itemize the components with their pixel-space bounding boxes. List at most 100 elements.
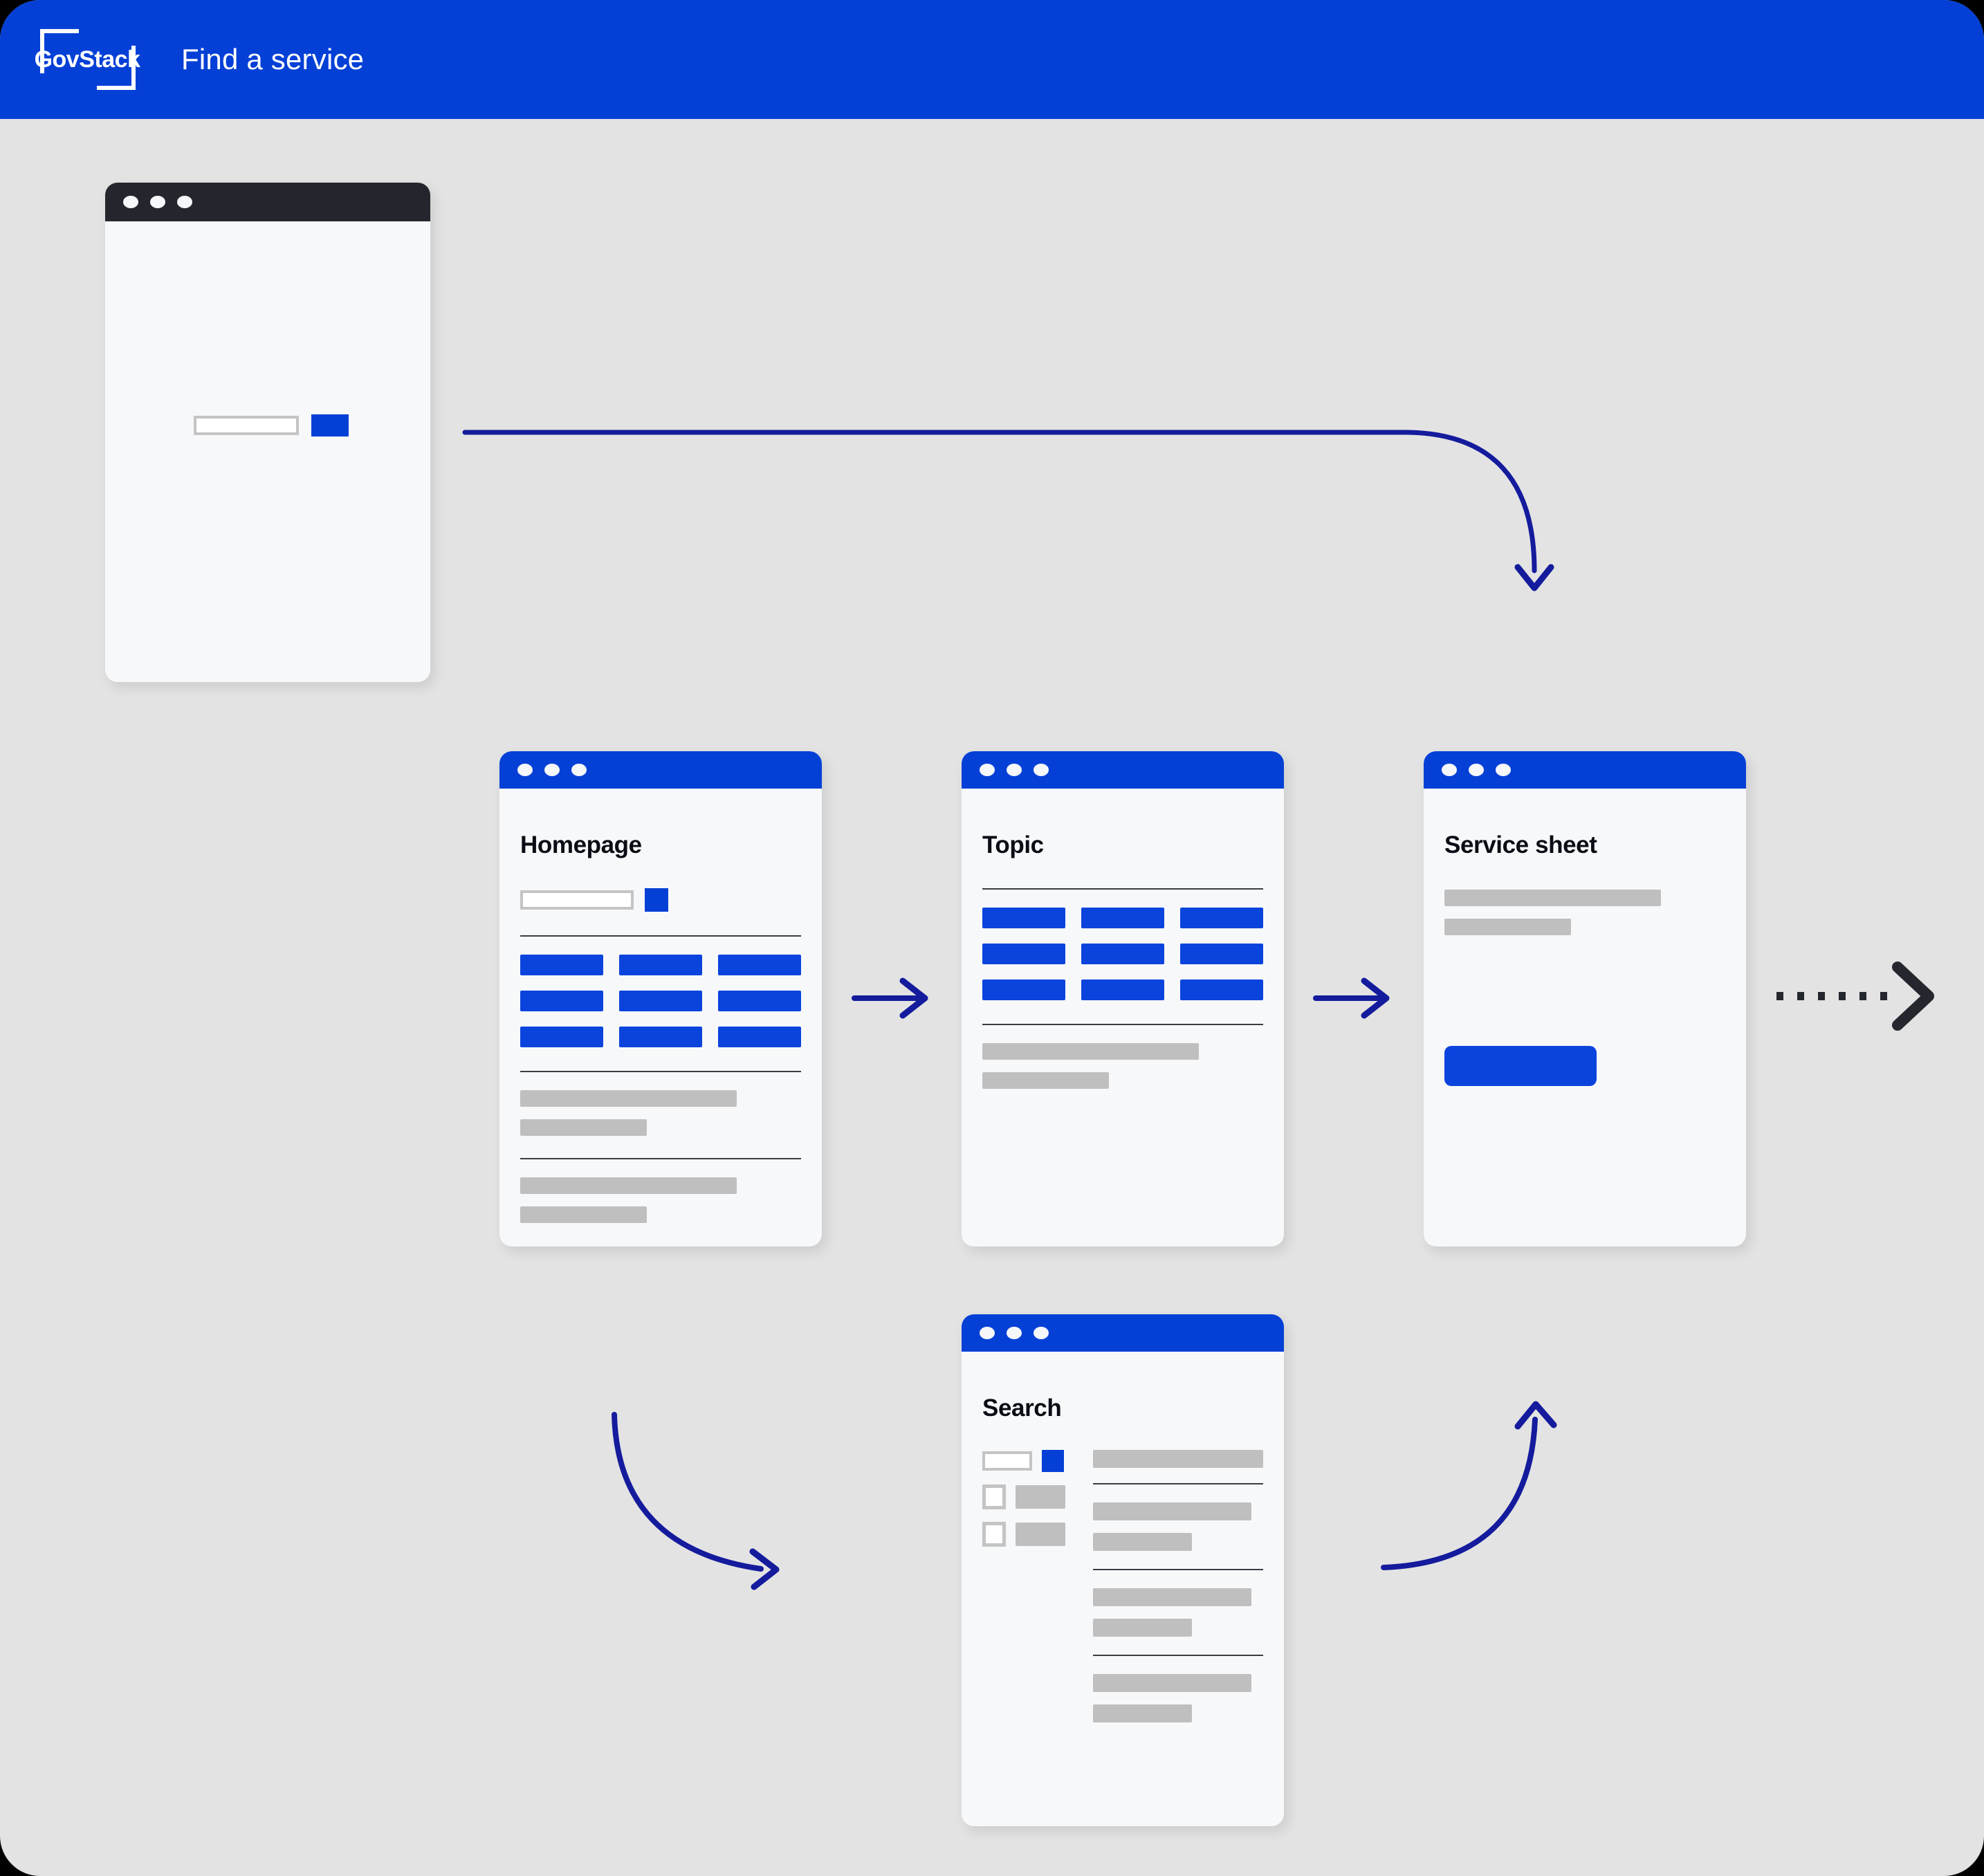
filter-checkbox[interactable] [982,1522,1006,1547]
filter-row[interactable] [982,1522,1065,1547]
card-title: Search [982,1395,1062,1422]
search-input[interactable] [982,1451,1032,1471]
wireframe-card-landing[interactable] [105,183,430,682]
window-dot-icon [980,764,995,776]
window-dot-icon [1007,1327,1022,1339]
service-tile[interactable] [1180,908,1263,928]
window-dot-icon [571,764,587,776]
section-divider [982,1024,1263,1025]
app-header: GovStack Find a service [0,0,1984,119]
topic-tile[interactable] [718,955,801,975]
logo-text: GovStack [34,46,140,73]
placeholder-text-bar [982,1043,1199,1060]
search-input[interactable] [520,890,634,910]
topic-tile[interactable] [718,1027,801,1047]
service-tile[interactable] [982,908,1065,928]
card-title: Topic [982,831,1044,858]
service-tile[interactable] [982,980,1065,1000]
wireframe-card-search[interactable]: Search [962,1314,1284,1826]
connector-landing-to-homepage [462,430,1554,591]
landing-search-row [194,414,349,436]
connector-topic-to-service [1313,977,1390,1019]
placeholder-text-bar [1444,890,1661,906]
window-dot-icon [177,196,192,208]
logo-bracket-bottom-right-icon [97,46,136,90]
card-heading-wrap: Search [982,1352,1263,1429]
result-snippet-bar [1093,1619,1192,1637]
search-results-column [1093,1450,1263,1722]
card-titlebar [962,751,1284,789]
search-result-item[interactable] [1093,1674,1263,1722]
cta-wrap [1444,1046,1725,1086]
result-snippet-bar [1093,1704,1192,1722]
window-dot-icon [544,764,560,776]
search-submit-button[interactable] [645,888,668,912]
result-title-bar [1093,1674,1251,1692]
topic-tile[interactable] [619,991,702,1011]
search-submit-button[interactable] [311,414,349,436]
filter-label [1016,1485,1065,1509]
govstack-bracket-logo-icon[interactable]: GovStack [34,28,140,91]
wireframe-card-service-sheet[interactable]: Service sheet [1424,751,1746,1247]
placeholder-text-bar [520,1119,647,1136]
window-dot-icon [1496,764,1511,776]
window-dot-icon [1007,764,1022,776]
filter-checkbox[interactable] [982,1484,1006,1509]
search-submit-button[interactable] [1042,1450,1064,1472]
section-divider [982,888,1263,890]
filter-row[interactable] [982,1484,1065,1509]
homepage-search-row [520,888,801,912]
filter-label [1016,1523,1065,1546]
window-dot-icon [980,1327,995,1339]
search-columns [982,1450,1263,1722]
service-tile[interactable] [1180,980,1263,1000]
card-heading-wrap: Service sheet [1444,789,1725,866]
topic-tile[interactable] [619,1027,702,1047]
section-divider [520,1071,801,1072]
window-dot-icon [1034,1327,1049,1339]
service-tile[interactable] [982,944,1065,964]
result-title-bar [1093,1502,1251,1520]
content-block [520,1177,801,1223]
topic-tile[interactable] [520,1027,603,1047]
service-tile[interactable] [1081,944,1164,964]
service-tile-grid [982,908,1263,1000]
window-dot-icon [517,764,533,776]
connector-homepage-to-topic [852,977,928,1019]
card-titlebar [105,183,430,221]
card-titlebar [499,751,822,789]
card-title: Service sheet [1444,831,1597,858]
topic-tile[interactable] [520,955,603,975]
header-inner: GovStack Find a service [0,28,364,91]
service-tile[interactable] [1180,944,1263,964]
search-result-item[interactable] [1093,1502,1263,1551]
result-divider [1093,1483,1263,1484]
card-body: Homepage [499,789,822,1247]
search-input[interactable] [194,416,299,435]
window-dot-icon [1469,764,1484,776]
section-divider [520,935,801,937]
result-snippet-bar [1093,1533,1192,1551]
placeholder-text-bar [1444,919,1571,935]
page-title: Find a service [181,43,365,75]
card-titlebar [1424,751,1746,789]
placeholder-text-bar [520,1206,647,1223]
results-summary-bar [1093,1450,1263,1468]
window-dot-icon [123,196,138,208]
start-service-button[interactable] [1444,1046,1597,1086]
search-filters-column [982,1450,1065,1722]
result-divider [1093,1569,1263,1570]
wireframe-card-topic[interactable]: Topic [962,751,1284,1247]
window-dot-icon [1034,764,1049,776]
wireframe-card-homepage[interactable]: Homepage [499,751,822,1247]
search-result-item[interactable] [1093,1588,1263,1637]
content-block [1444,890,1725,935]
card-heading-wrap: Topic [982,789,1263,866]
service-tile[interactable] [1081,980,1164,1000]
service-tile[interactable] [1081,908,1164,928]
window-dot-icon [1442,764,1457,776]
topic-tile[interactable] [619,955,702,975]
topic-tile[interactable] [520,991,603,1011]
result-title-bar [1093,1588,1251,1606]
topic-tile[interactable] [718,991,801,1011]
